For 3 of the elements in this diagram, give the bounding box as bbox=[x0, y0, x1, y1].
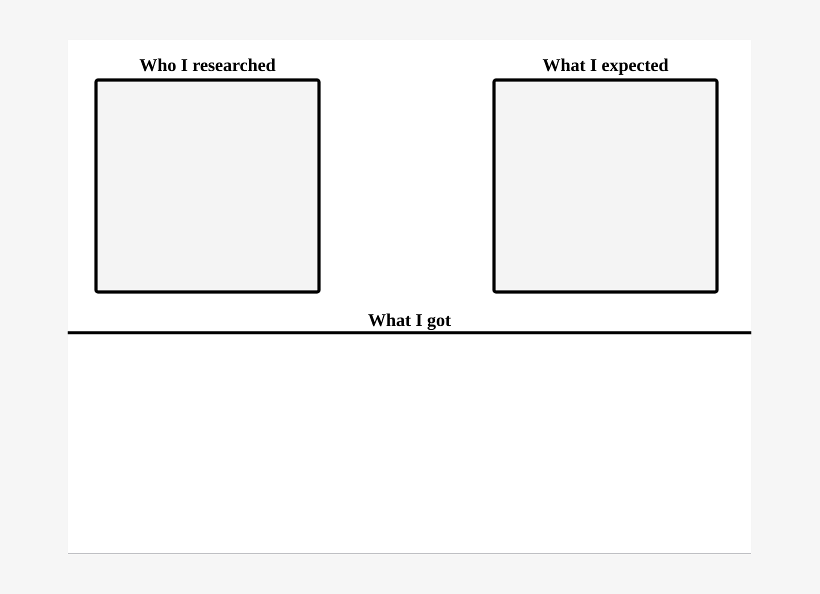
heading: What I got bbox=[368, 314, 451, 330]
heading: What I expected bbox=[542, 58, 668, 75]
heading: Who I researched bbox=[140, 58, 276, 72]
